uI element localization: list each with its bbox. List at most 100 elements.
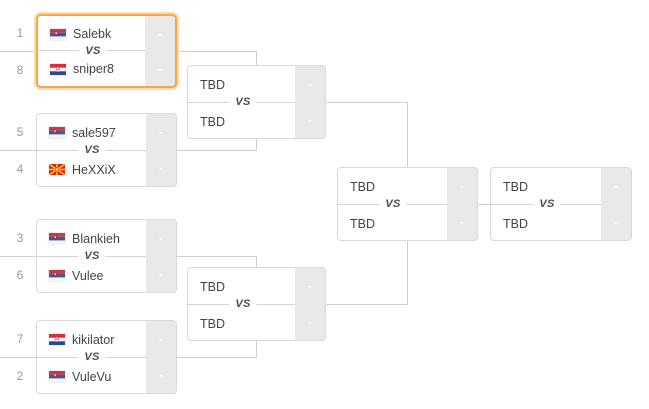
vs-label: VS bbox=[78, 351, 106, 363]
seed-number: 8 bbox=[16, 63, 24, 77]
player-slot: HeXXiX bbox=[37, 151, 146, 186]
score-value: - bbox=[460, 179, 464, 193]
score-value: - bbox=[614, 215, 618, 229]
vs-divider bbox=[37, 357, 176, 358]
player-slot: Salebk bbox=[38, 16, 145, 52]
vs-label: VS bbox=[78, 250, 106, 262]
score-value: - bbox=[308, 77, 312, 91]
player-slot: TBD bbox=[188, 268, 295, 305]
score-value: - bbox=[460, 215, 464, 229]
player-slot: sniper8 bbox=[38, 51, 145, 86]
serbia-flag-icon bbox=[49, 371, 65, 382]
seed-number: 1 bbox=[16, 26, 24, 40]
match-r1-3[interactable]: Blankieh Vulee VS - - bbox=[36, 219, 177, 293]
connector-line bbox=[256, 51, 257, 66]
connector-line bbox=[256, 139, 257, 151]
player-name: sale597 bbox=[72, 125, 116, 140]
score-value: - bbox=[159, 231, 163, 245]
player-name: kikilator bbox=[72, 332, 115, 347]
vs-divider bbox=[37, 256, 176, 257]
player-slot: kikilator bbox=[37, 321, 146, 358]
score-value: - bbox=[158, 26, 162, 41]
connector-line bbox=[407, 241, 408, 305]
seed-number: 4 bbox=[16, 162, 24, 176]
score-value: - bbox=[614, 179, 618, 193]
score-column: - - bbox=[146, 220, 176, 292]
vs-label: VS bbox=[533, 198, 561, 210]
match-r1-2[interactable]: sale597 HeXXiX VS - - bbox=[36, 113, 177, 187]
player-name: TBD bbox=[350, 179, 375, 194]
seed-number: 2 bbox=[16, 369, 24, 383]
match-r2-1[interactable]: TBD TBD VS - - bbox=[187, 65, 326, 139]
score-column: - - bbox=[601, 168, 631, 240]
player-name: TBD bbox=[503, 216, 528, 231]
vs-divider bbox=[338, 204, 477, 205]
player-slot: VuleVu bbox=[37, 358, 146, 393]
player-slot: TBD bbox=[188, 66, 295, 103]
score-value: - bbox=[158, 61, 162, 76]
player-name: VuleVu bbox=[72, 369, 112, 384]
croatia-flag-icon bbox=[49, 334, 65, 345]
serbia-flag-icon bbox=[50, 28, 66, 40]
player-slot: sale597 bbox=[37, 114, 146, 151]
connector-line bbox=[0, 150, 36, 151]
score-value: - bbox=[159, 368, 163, 382]
connector-line bbox=[177, 150, 257, 151]
player-slot: TBD bbox=[338, 205, 447, 240]
player-name: TBD bbox=[200, 114, 225, 129]
score-value: - bbox=[308, 315, 312, 329]
match-r1-4[interactable]: kikilator VuleVu VS - - bbox=[36, 320, 177, 394]
connector-line bbox=[478, 204, 490, 205]
north-macedonia-flag-icon bbox=[49, 164, 65, 175]
player-slot: Vulee bbox=[37, 257, 146, 292]
vs-label: VS bbox=[229, 96, 257, 108]
connector-line bbox=[177, 51, 257, 52]
player-name: TBD bbox=[200, 316, 225, 331]
player-slot: TBD bbox=[491, 205, 601, 240]
match-r3-1[interactable]: TBD TBD VS - - bbox=[337, 167, 478, 241]
seed-number: 5 bbox=[16, 125, 24, 139]
player-name: TBD bbox=[200, 77, 225, 92]
match-r1-1[interactable]: Salebk sniper8 VS - - bbox=[36, 14, 177, 88]
connector-line bbox=[256, 256, 257, 267]
score-value: - bbox=[308, 113, 312, 127]
connector-line bbox=[177, 256, 257, 257]
score-value: - bbox=[159, 267, 163, 281]
player-slot: Blankieh bbox=[37, 220, 146, 257]
score-column: - - bbox=[295, 66, 325, 138]
player-name: Vulee bbox=[72, 268, 104, 283]
vs-label: VS bbox=[78, 144, 106, 156]
player-name: HeXXiX bbox=[72, 162, 116, 177]
connector-line bbox=[177, 357, 257, 358]
seed-number: 6 bbox=[16, 268, 24, 282]
connector-line bbox=[326, 304, 408, 305]
serbia-flag-icon bbox=[49, 127, 65, 138]
connector-line bbox=[0, 357, 36, 358]
player-name: Salebk bbox=[73, 27, 112, 41]
match-final[interactable]: TBD TBD VS - - bbox=[490, 167, 632, 241]
score-column: - - bbox=[295, 268, 325, 340]
player-name: TBD bbox=[350, 216, 375, 231]
player-slot: TBD bbox=[338, 168, 447, 205]
vs-label: VS bbox=[79, 45, 107, 57]
vs-divider bbox=[491, 204, 631, 205]
score-value: - bbox=[159, 332, 163, 346]
score-column: - - bbox=[146, 114, 176, 186]
player-name: sniper8 bbox=[73, 62, 114, 76]
player-name: Blankieh bbox=[72, 231, 120, 246]
match-r2-2[interactable]: TBD TBD VS - - bbox=[187, 267, 326, 341]
connector-line bbox=[256, 341, 257, 358]
score-column: - - bbox=[146, 321, 176, 393]
player-slot: TBD bbox=[491, 168, 601, 205]
player-name: TBD bbox=[200, 279, 225, 294]
vs-label: VS bbox=[379, 198, 407, 210]
player-slot: TBD bbox=[188, 305, 295, 340]
vs-label: VS bbox=[229, 298, 257, 310]
player-name: TBD bbox=[503, 179, 528, 194]
seed-number: 7 bbox=[16, 332, 24, 346]
serbia-flag-icon bbox=[49, 233, 65, 244]
player-slot: TBD bbox=[188, 103, 295, 138]
connector-line bbox=[0, 51, 36, 52]
connector-line bbox=[407, 102, 408, 167]
